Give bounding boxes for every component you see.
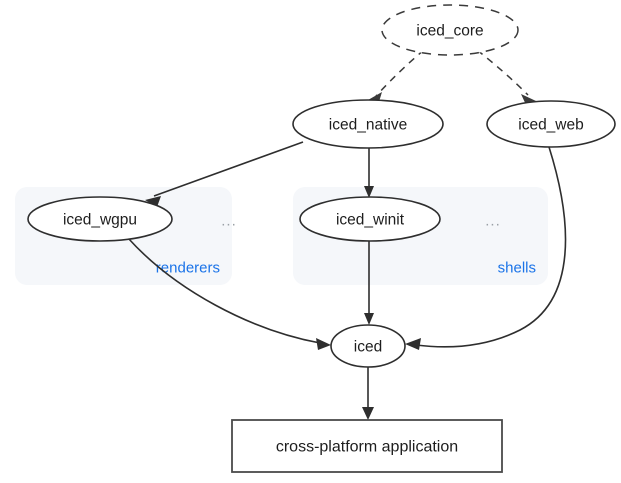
edge-native-to-wgpu-arrowhead xyxy=(145,196,161,207)
node-iced-winit-shape[interactable] xyxy=(299,196,441,242)
node-iced-core-label: iced_core xyxy=(416,23,483,40)
edge-web-to-iced-arrowhead xyxy=(405,338,421,350)
edge-wgpu-to-iced-arrowhead xyxy=(316,338,331,350)
node-iced-native[interactable]: iced_native xyxy=(292,99,444,149)
edge-core-to-native xyxy=(368,49,425,105)
node-iced-winit-label: iced_winit xyxy=(336,212,405,229)
edge-core-to-web-arrowhead xyxy=(521,94,536,107)
node-iced-winit[interactable]: iced_winit xyxy=(299,196,441,242)
edge-core-to-web xyxy=(476,49,536,107)
node-iced-wgpu-label: iced_wgpu xyxy=(63,212,137,229)
node-application[interactable]: cross-platform application xyxy=(231,419,503,473)
edge-wgpu-to-iced-line xyxy=(127,237,321,344)
node-iced-core-shape[interactable] xyxy=(381,4,519,56)
edge-native-to-winit xyxy=(364,148,374,198)
node-iced-core[interactable]: iced_core xyxy=(381,4,519,56)
node-iced-web-shape[interactable] xyxy=(486,100,616,148)
edge-native-to-winit-arrowhead xyxy=(364,186,374,198)
edge-web-to-iced xyxy=(405,146,567,350)
edge-native-to-wgpu-line xyxy=(153,141,304,197)
node-iced-wgpu-shape[interactable] xyxy=(27,196,173,242)
edge-native-to-wgpu xyxy=(145,141,304,207)
node-iced-wgpu[interactable]: iced_wgpu xyxy=(27,196,173,242)
edge-core-to-native-line xyxy=(375,49,425,97)
node-application-label: cross-platform application xyxy=(276,439,458,456)
node-iced-native-shape[interactable] xyxy=(292,99,444,149)
edge-iced-to-application-arrowhead xyxy=(362,407,374,420)
shells-more-ellipsis: ... xyxy=(485,213,501,230)
edge-winit-to-iced-arrowhead xyxy=(364,313,374,325)
edge-core-to-web-line xyxy=(476,49,529,96)
node-application-shape[interactable] xyxy=(231,419,503,473)
node-iced-web[interactable]: iced_web xyxy=(486,100,616,148)
node-iced-native-label: iced_native xyxy=(329,117,407,134)
renderers-more-ellipsis: ... xyxy=(221,213,237,230)
cluster-renderers-label: renderers xyxy=(156,260,220,277)
node-iced[interactable]: iced xyxy=(330,324,406,368)
node-iced-shape[interactable] xyxy=(330,324,406,368)
edge-iced-to-application xyxy=(362,367,374,420)
edge-winit-to-iced xyxy=(364,241,374,325)
cluster-shells-label: shells xyxy=(498,260,536,277)
edge-wgpu-to-iced xyxy=(127,237,331,350)
node-iced-label: iced xyxy=(354,339,382,356)
edge-web-to-iced-line xyxy=(415,146,567,348)
node-iced-web-label: iced_web xyxy=(518,117,584,134)
